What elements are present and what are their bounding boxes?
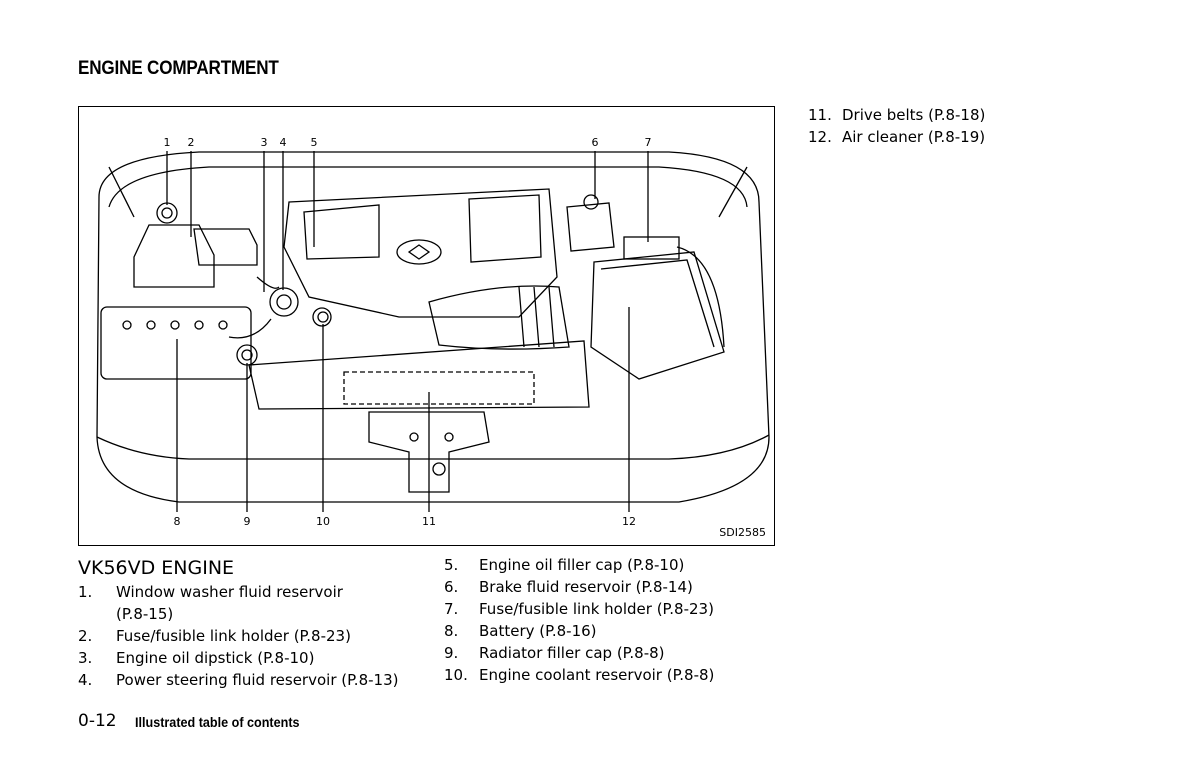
item-text: Fuse/fusible link holder (P.8-23) bbox=[116, 627, 351, 645]
list-item: 3. Engine oil dipstick (P.8-10) bbox=[78, 647, 438, 669]
item-text: Air cleaner (P.8-19) bbox=[842, 128, 986, 146]
callout-3: 3 bbox=[260, 136, 268, 149]
list-item: 10. Engine coolant reservoir (P.8-8) bbox=[444, 664, 784, 686]
item-number: 4. bbox=[78, 671, 93, 689]
item-text: Engine coolant reservoir (P.8-8) bbox=[479, 666, 715, 684]
callout-1: 1 bbox=[163, 136, 171, 149]
callout-5: 5 bbox=[310, 136, 318, 149]
callout-11: 11 bbox=[422, 515, 436, 528]
callout-4: 4 bbox=[279, 136, 287, 149]
list-item: 8. Battery (P.8-16) bbox=[444, 620, 784, 642]
component-list-right: 11. Drive belts (P.8-18) 12. Air cleaner… bbox=[808, 104, 1108, 148]
list-item: 11. Drive belts (P.8-18) bbox=[808, 104, 1108, 126]
list-item: 6. Brake fluid reservoir (P.8-14) bbox=[444, 576, 784, 598]
engine-illustration: 1 2 3 4 5 6 7 8 9 10 11 12 SDI2585 bbox=[78, 106, 775, 546]
item-text: Engine oil filler cap (P.8-10) bbox=[479, 556, 685, 574]
callout-12: 12 bbox=[622, 515, 636, 528]
item-text: Brake fluid reservoir (P.8-14) bbox=[479, 578, 693, 596]
item-text: Battery (P.8-16) bbox=[479, 622, 597, 640]
footer-title: Illustrated table of contents bbox=[135, 714, 300, 730]
list-item: 9. Radiator filler cap (P.8-8) bbox=[444, 642, 784, 664]
item-text: Drive belts (P.8-18) bbox=[842, 106, 986, 124]
item-number: 6. bbox=[444, 578, 459, 596]
item-number: 5. bbox=[444, 556, 459, 574]
item-text: Window washer fluid reservoir bbox=[116, 583, 343, 601]
figure-code: SDI2585 bbox=[719, 526, 766, 539]
callout-8: 8 bbox=[173, 515, 181, 528]
list-item: 12. Air cleaner (P.8-19) bbox=[808, 126, 1108, 148]
item-number: 12. bbox=[808, 128, 832, 146]
engine-title: VK56VD ENGINE bbox=[78, 557, 235, 579]
item-text: Radiator filler cap (P.8-8) bbox=[479, 644, 665, 662]
engine-drawing bbox=[96, 151, 770, 512]
item-number: 1. bbox=[78, 583, 93, 601]
component-list-left: 1. Window washer fluid reservoir (P.8-15… bbox=[78, 581, 438, 691]
callout-7: 7 bbox=[644, 136, 652, 149]
list-item: 2. Fuse/fusible link holder (P.8-23) bbox=[78, 625, 438, 647]
list-item: 5. Engine oil filler cap (P.8-10) bbox=[444, 554, 784, 576]
list-item: 7. Fuse/fusible link holder (P.8-23) bbox=[444, 598, 784, 620]
page-number: 0-12 bbox=[78, 711, 117, 731]
item-text: Power steering fluid reservoir (P.8-13) bbox=[116, 671, 399, 689]
item-text: Engine oil dipstick (P.8-10) bbox=[116, 649, 315, 667]
section-heading: ENGINE COMPARTMENT bbox=[78, 58, 279, 79]
callout-9: 9 bbox=[243, 515, 251, 528]
item-number: 2. bbox=[78, 627, 93, 645]
item-number: 10. bbox=[444, 666, 468, 684]
item-text-continued: (P.8-15) bbox=[116, 605, 174, 623]
item-text: Fuse/fusible link holder (P.8-23) bbox=[479, 600, 714, 618]
item-number: 3. bbox=[78, 649, 93, 667]
item-number: 8. bbox=[444, 622, 459, 640]
item-number: 11. bbox=[808, 106, 832, 124]
callout-2: 2 bbox=[187, 136, 195, 149]
list-item: 1. Window washer fluid reservoir (P.8-15… bbox=[78, 581, 438, 625]
callout-10: 10 bbox=[316, 515, 330, 528]
list-item: 4. Power steering fluid reservoir (P.8-1… bbox=[78, 669, 438, 691]
item-number: 7. bbox=[444, 600, 459, 618]
item-number: 9. bbox=[444, 644, 459, 662]
component-list-middle: 5. Engine oil filler cap (P.8-10) 6. Bra… bbox=[444, 554, 784, 686]
callout-6: 6 bbox=[591, 136, 599, 149]
